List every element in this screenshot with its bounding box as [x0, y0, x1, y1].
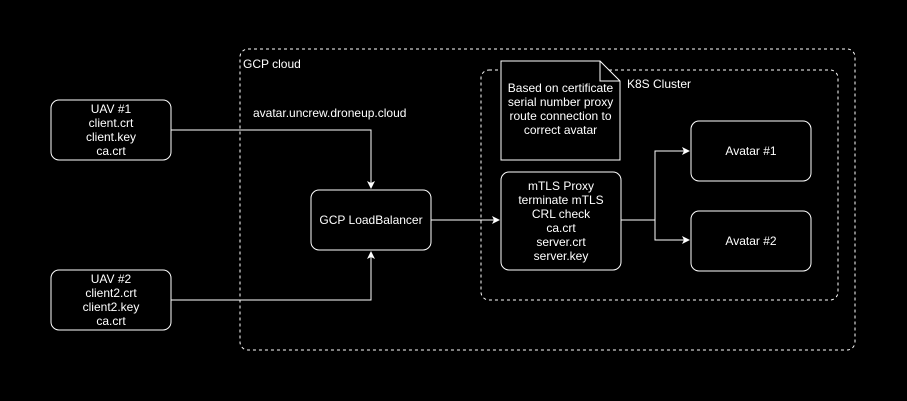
gcp-cloud-label: GCP cloud [243, 57, 301, 71]
avatar2-box[interactable] [690, 210, 812, 272]
mtls-proxy-server-key: server.key [533, 249, 589, 263]
mtls-proxy-server-cert: server.crt [536, 235, 586, 249]
note-shape [500, 60, 621, 161]
edge-uav1-to-lb [171, 129, 375, 189]
avatar2-title: Avatar #2 [725, 234, 777, 248]
load-balancer-title: GCP LoadBalancer [319, 213, 423, 227]
note-line-2: serial number proxy [507, 95, 614, 109]
note-line-3: route connection to [509, 109, 612, 123]
edge-uav2-to-lb [171, 251, 375, 301]
avatar1-title: Avatar #1 [725, 144, 777, 158]
uav2-client-key: client2.key [82, 300, 140, 314]
note-line-1: Based on certificate [507, 81, 614, 95]
uav1-client-key: client.key [85, 130, 137, 144]
edge-proxy-to-avatar2 [654, 220, 690, 244]
avatar1-label: Avatar #1 [691, 121, 811, 181]
note-line-4: correct avatar [523, 123, 598, 137]
note-fold [599, 61, 620, 82]
mtls-proxy-title: mTLS Proxy [527, 179, 594, 193]
mtls-proxy-box[interactable] [500, 171, 622, 271]
k8s-cluster-label: K8S Cluster [627, 77, 692, 91]
mtls-proxy-label: mTLS Proxy terminate mTLS CRL check ca.c… [501, 172, 621, 270]
edge-proxy-to-avatar1 [621, 147, 690, 221]
uav1-title: UAV #1 [90, 102, 132, 116]
k8s-cluster-group [480, 69, 839, 301]
edge-label-domain: avatar.uncrew.droneup.cloud [253, 106, 407, 120]
mtls-proxy-ca-cert: ca.crt [546, 221, 576, 235]
avatar1-box[interactable] [690, 120, 812, 182]
load-balancer-label: GCP LoadBalancer [311, 190, 431, 250]
mtls-proxy-crl: CRL check [531, 207, 591, 221]
note-text: Based on certificate serial number proxy… [501, 78, 620, 140]
uav2-title: UAV #2 [90, 272, 132, 286]
uav2-client-cert: client2.crt [85, 286, 137, 300]
uav1-ca-cert: ca.crt [96, 144, 126, 158]
uav1-client-cert: client.crt [88, 116, 134, 130]
mtls-proxy-terminate: terminate mTLS [518, 193, 604, 207]
uav1-label: UAV #1 client.crt client.key ca.crt [51, 100, 171, 160]
avatar2-label: Avatar #2 [691, 211, 811, 271]
gcp-cloud-group [239, 48, 856, 351]
uav2-label: UAV #2 client2.crt client2.key ca.crt [51, 270, 171, 330]
uav2-ca-cert: ca.crt [96, 314, 126, 328]
